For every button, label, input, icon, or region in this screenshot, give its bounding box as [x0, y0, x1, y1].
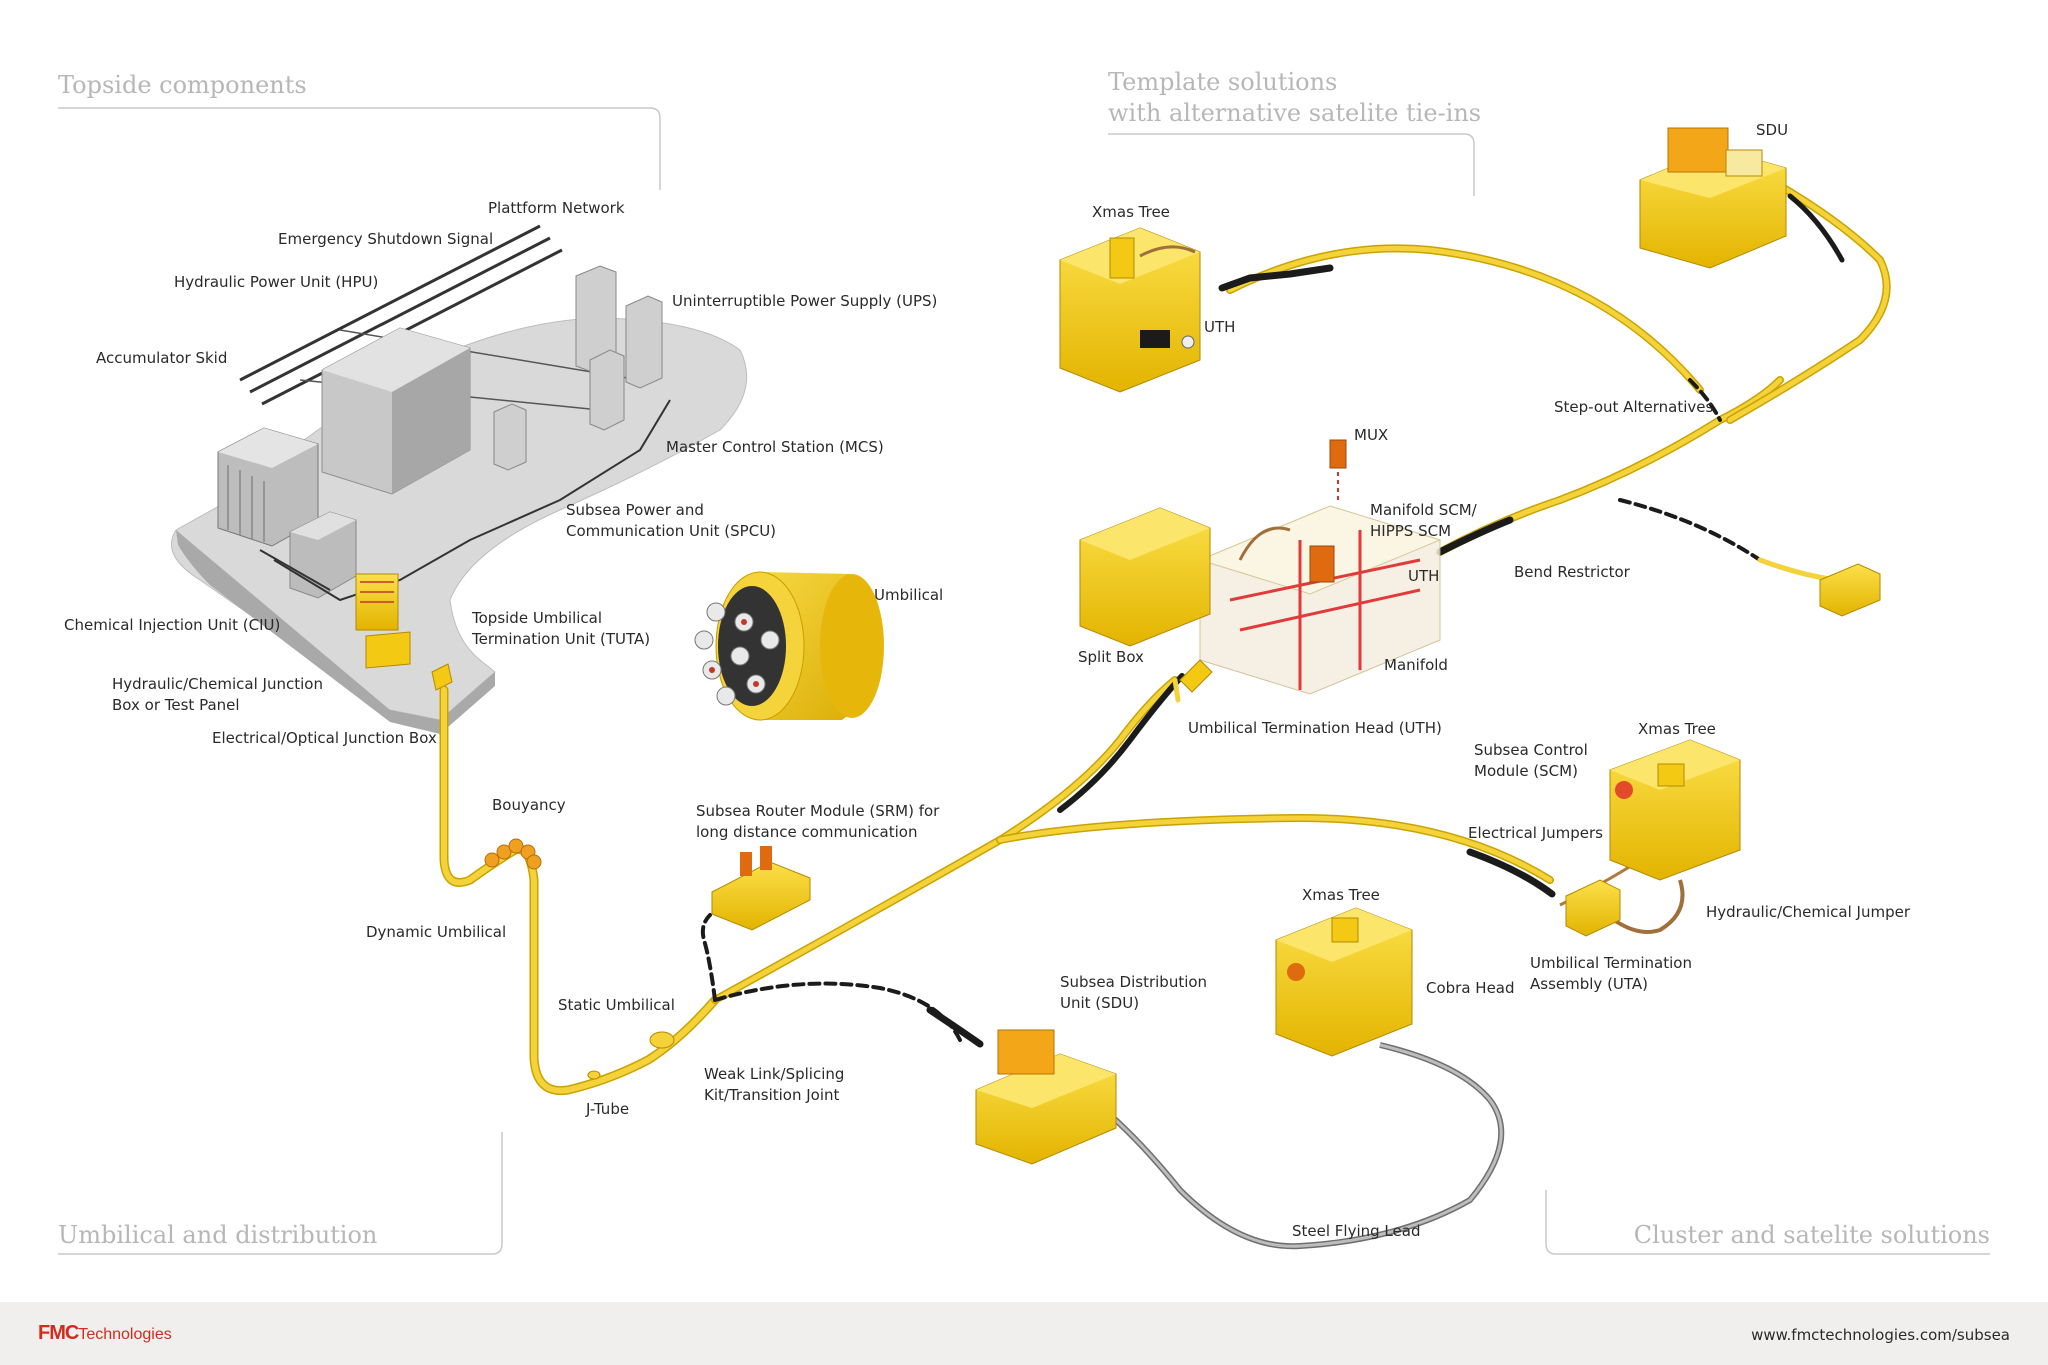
label-split-box: Split Box: [1078, 648, 1144, 666]
sdu-top: [1639, 127, 1787, 269]
label-uta-line1: Umbilical Termination: [1530, 954, 1692, 972]
label-electrical-jumpers: Electrical Jumpers: [1468, 824, 1603, 842]
manifold: [1079, 439, 1442, 695]
label-sdu-line1: Subsea Distribution: [1060, 973, 1208, 991]
srm-unit: [711, 846, 811, 931]
label-uth-top: UTH: [1204, 318, 1236, 336]
label-platform-network: Plattform Network: [488, 199, 625, 217]
label-scm-line2: Module (SCM): [1474, 762, 1578, 780]
label-bouyancy: Bouyancy: [492, 796, 566, 814]
weak-link-joint: [587, 1031, 675, 1080]
xmas-tree-center: [1275, 907, 1413, 1057]
label-step-out: Step-out Alternatives: [1554, 398, 1714, 416]
label-weak-link-line2: Kit/Transition Joint: [704, 1086, 840, 1104]
section-topside: Topside components: [58, 71, 307, 99]
label-emergency-shutdown: Emergency Shutdown Signal: [278, 230, 494, 248]
umbilical-cross-section: [694, 571, 884, 721]
label-uth-mid: UTH: [1408, 567, 1440, 585]
section-umbilical-distribution: Umbilical and distribution: [58, 1221, 378, 1249]
fmc-logo: FMCTechnologies: [38, 1322, 172, 1345]
label-mcs: Master Control Station (MCS): [666, 438, 884, 456]
label-accumulator-skid: Accumulator Skid: [96, 349, 228, 367]
section-frames: [58, 107, 1990, 1255]
label-xmas-tree-center: Xmas Tree: [1302, 886, 1380, 904]
label-j-tube: J-Tube: [586, 1100, 630, 1118]
uta-small: [1819, 563, 1881, 617]
label-xmas-tree-top: Xmas Tree: [1092, 203, 1170, 221]
label-umbilical: Umbilical: [874, 586, 944, 604]
label-hcjb-line1: Hydraulic/Chemical Junction: [112, 675, 323, 693]
label-mux: MUX: [1354, 426, 1389, 444]
label-xmas-tree-right: Xmas Tree: [1638, 720, 1716, 738]
section-cluster: Cluster and satelite solutions: [1633, 1221, 1990, 1249]
uta-bottom: [1565, 879, 1621, 937]
label-srm-line2: long distance communication: [696, 823, 918, 841]
logo-technologies: Technologies: [78, 1326, 172, 1343]
label-hpu: Hydraulic Power Unit (HPU): [174, 273, 379, 291]
label-uta-line2: Assembly (UTA): [1530, 975, 1649, 993]
xmas-tree-right: [1609, 739, 1741, 881]
label-hcjb-line2: Box or Test Panel: [112, 696, 240, 714]
label-ciu: Chemical Injection Unit (CIU): [64, 616, 281, 634]
logo-fmc: FMC: [38, 1322, 79, 1344]
label-srm-line1: Subsea Router Module (SRM) for: [696, 802, 940, 820]
label-steel-flying-lead: Steel Flying Lead: [1292, 1222, 1421, 1240]
label-hydraulic-jumper: Hydraulic/Chemical Jumper: [1706, 903, 1911, 921]
topside-platform: [171, 224, 748, 734]
label-ups: Uninterruptible Power Supply (UPS): [672, 292, 938, 310]
label-scm-line1: Subsea Control: [1474, 741, 1588, 759]
footer-url[interactable]: www.fmctechnologies.com/subsea: [1751, 1326, 2010, 1344]
label-spcu-line1: Subsea Power and: [566, 501, 704, 519]
label-eojb: Electrical/Optical Junction Box: [212, 729, 437, 747]
sdu-center: [975, 1029, 1117, 1165]
label-cobra-head: Cobra Head: [1426, 979, 1515, 997]
label-bend-restrictor: Bend Restrictor: [1514, 563, 1630, 581]
section-template-line1: Template solutions: [1108, 68, 1338, 96]
label-weak-link-line1: Weak Link/Splicing: [704, 1065, 845, 1083]
label-spcu-line2: Communication Unit (SPCU): [566, 522, 777, 540]
label-sdu-top: SDU: [1756, 121, 1789, 139]
label-manifold-scm-line2: HIPPS SCM: [1370, 522, 1452, 540]
label-uth-full: Umbilical Termination Head (UTH): [1188, 719, 1442, 737]
label-static-umbilical: Static Umbilical: [558, 996, 675, 1014]
label-tuta-line2: Termination Unit (TUTA): [472, 630, 651, 648]
bouyancy-modules: [484, 838, 542, 870]
umbilical-cables: [439, 176, 1891, 1096]
label-dynamic-umbilical: Dynamic Umbilical: [366, 923, 507, 941]
xmas-tree-top: [1059, 227, 1201, 393]
section-template-line2: with alternative satelite tie-ins: [1108, 99, 1482, 127]
label-manifold-scm-line1: Manifold SCM/: [1370, 501, 1477, 519]
footer-bar: FMCTechnologies www.fmctechnologies.com/…: [0, 1302, 2048, 1365]
label-sdu-line2: Unit (SDU): [1060, 994, 1140, 1012]
label-tuta-line1: Topside Umbilical: [472, 609, 603, 627]
label-manifold: Manifold: [1384, 656, 1448, 674]
